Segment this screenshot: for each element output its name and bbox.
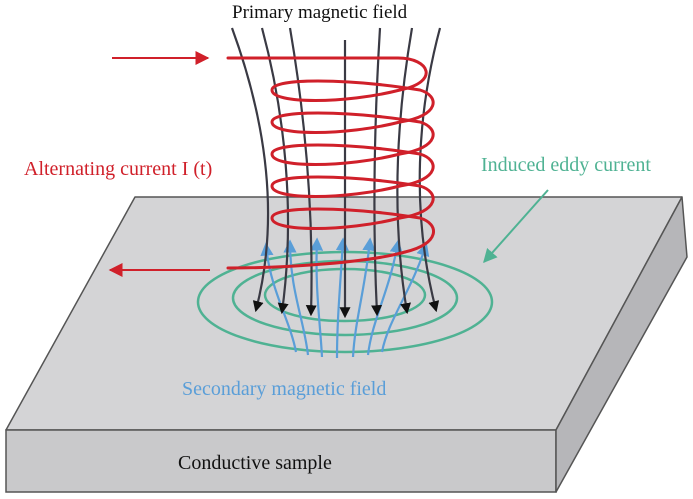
primary-line-1: [230, 27, 270, 313]
excitation-coil: [226, 56, 435, 270]
coil-turn-5: [270, 207, 435, 254]
coil-turn-3: [270, 143, 435, 188]
secondary-line-6: [366, 239, 403, 356]
secondary-field-label: Secondary magnetic field: [182, 378, 387, 400]
coil-lead-in: [226, 56, 428, 92]
alternating-current-label: Alternating current I (t): [24, 158, 213, 180]
primary-line-6: [396, 27, 414, 315]
coil-turn-1: [270, 79, 435, 124]
coil-lead-out: [226, 250, 407, 270]
conductive-sample-slab: [5, 196, 688, 493]
secondary-line-3: [309, 237, 324, 358]
arrow-down-left-icon: [483, 189, 549, 264]
induced-eddy-current-label: Induced eddy current: [481, 154, 651, 176]
secondary-line-2: [283, 239, 310, 356]
conductive-sample-label: Conductive sample: [178, 452, 332, 474]
secondary-field-lines: [260, 237, 430, 359]
primary-line-7: [418, 27, 442, 313]
primary-field-lines: [230, 27, 442, 319]
coil-turn-4: [270, 175, 435, 220]
primary-line-3: [288, 27, 317, 317]
primary-line-5: [371, 27, 383, 317]
coil-turn-2: [270, 111, 435, 156]
sample-right-face: [555, 196, 688, 493]
primary-field-label: Primary magnetic field: [232, 2, 408, 23]
secondary-line-5: [351, 237, 376, 358]
secondary-line-4: [335, 237, 349, 359]
